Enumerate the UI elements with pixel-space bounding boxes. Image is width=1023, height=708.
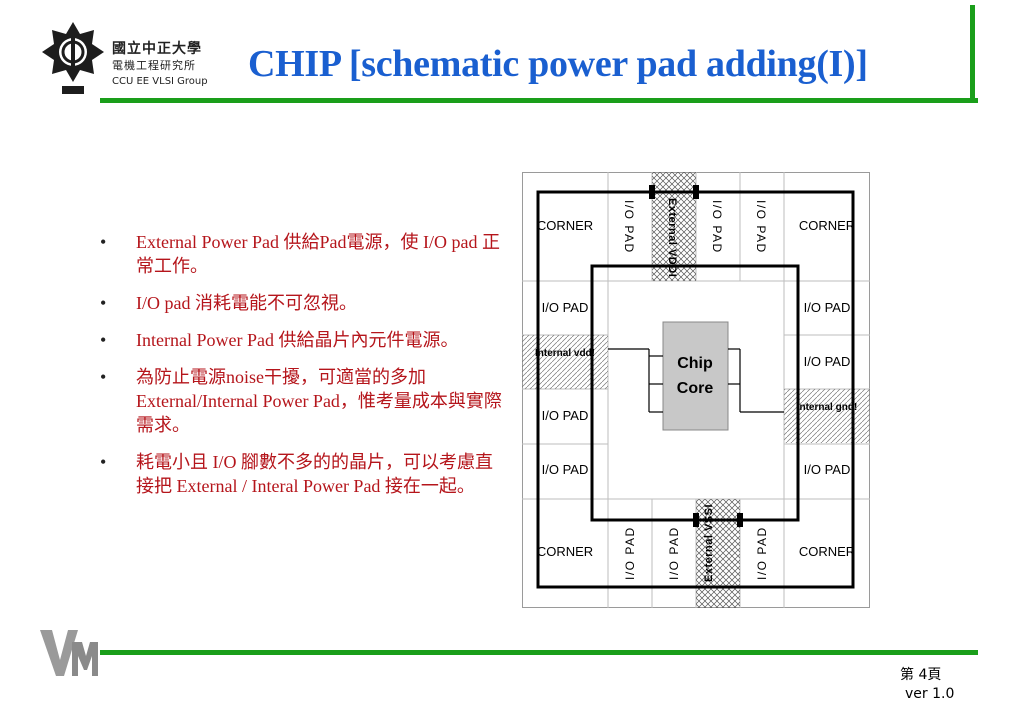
bullet-text: I/O pad 消耗電能不可忽視。 xyxy=(136,293,357,313)
bullet-item: • 為防止電源noise干擾，可適當的多加 External/Internal P… xyxy=(100,365,510,437)
io-pad-left-4: I/O PAD xyxy=(542,462,589,477)
io-pad-left-1: I/O PAD xyxy=(542,300,589,315)
org-group-en: CCU EE VLSI Group xyxy=(112,76,208,87)
io-pad-top-4: I/O PAD xyxy=(754,200,768,254)
internal-vdd-pad xyxy=(522,335,608,389)
bullet-marker: • xyxy=(100,452,107,472)
io-pad-right-1: I/O PAD xyxy=(804,300,851,315)
corner-bottom-right: CORNER xyxy=(799,544,855,559)
bullet-marker: • xyxy=(100,330,107,350)
bullet-text: External Power Pad 供給Pad電源，使 I/O pad 正常工… xyxy=(136,232,500,276)
bullet-marker: • xyxy=(100,293,107,313)
bullet-item: • External Power Pad 供給Pad電源，使 I/O pad 正常… xyxy=(100,230,510,278)
bullet-marker: • xyxy=(100,367,107,387)
external-vssi-label: External VSSI xyxy=(703,504,715,582)
bullet-text: Internal Power Pad 供給晶片內元件電源。 xyxy=(136,330,459,350)
header-divider-vertical xyxy=(970,5,975,102)
version-label: ver 1.0 xyxy=(905,686,955,702)
corner-top-left: CORNER xyxy=(537,218,593,233)
bullet-text: 耗電小且 I/O 腳數不多的的晶片，可以考慮直接把 External / Int… xyxy=(136,452,493,496)
external-vssi-pad xyxy=(696,499,740,608)
org-name-zh: 國立中正大學 xyxy=(112,41,202,57)
footer-divider xyxy=(100,650,978,655)
bullet-marker: • xyxy=(100,232,107,252)
chip-core-label-1: Chip xyxy=(677,355,713,372)
io-pad-top-1: I/O PAD xyxy=(622,200,636,254)
bullet-item: • Internal Power Pad 供給晶片內元件電源。 xyxy=(100,328,510,352)
slide-title: CHIP [schematic power pad adding(I)] xyxy=(248,43,868,85)
bullet-item: • I/O pad 消耗電能不可忽視。 xyxy=(100,291,510,315)
org-dept-zh: 電機工程研究所 xyxy=(112,59,196,72)
internal-vdd-label: Internal vdd! xyxy=(535,348,595,359)
internal-gnd-label: Internal gnd! xyxy=(797,402,858,413)
power-pad-schematic: CORNER CORNER CORNER CORNER I/O PAD I/O … xyxy=(522,172,870,608)
page-number: 第 4頁 xyxy=(900,667,942,683)
external-vddi-label: External VDDI xyxy=(666,198,678,277)
chip-core xyxy=(662,321,729,431)
vlsi-group-logo-icon xyxy=(40,630,98,676)
corner-top-right: CORNER xyxy=(799,218,855,233)
io-pad-bottom-4: I/O PAD xyxy=(755,526,769,580)
bullet-list: • External Power Pad 供給Pad電源，使 I/O pad 正常… xyxy=(100,230,510,511)
io-pad-bottom-2: I/O PAD xyxy=(667,526,681,580)
io-pad-right-4: I/O PAD xyxy=(804,462,851,477)
bullet-item: • 耗電小且 I/O 腳數不多的的晶片，可以考慮直接把 External / In… xyxy=(100,450,510,498)
chip-core-label-2: Core xyxy=(677,380,714,397)
header-divider xyxy=(100,98,978,103)
external-vddi-pad xyxy=(652,172,696,281)
io-pad-left-3: I/O PAD xyxy=(542,408,589,423)
io-pad-right-2: I/O PAD xyxy=(804,354,851,369)
bullet-text: 為防止電源noise干擾，可適當的多加 External/Internal Po… xyxy=(136,367,502,435)
university-emblem-icon xyxy=(42,22,104,94)
io-pad-top-3: I/O PAD xyxy=(710,200,724,254)
io-pad-bottom-1: I/O PAD xyxy=(623,526,637,580)
corner-bottom-left: CORNER xyxy=(537,544,593,559)
